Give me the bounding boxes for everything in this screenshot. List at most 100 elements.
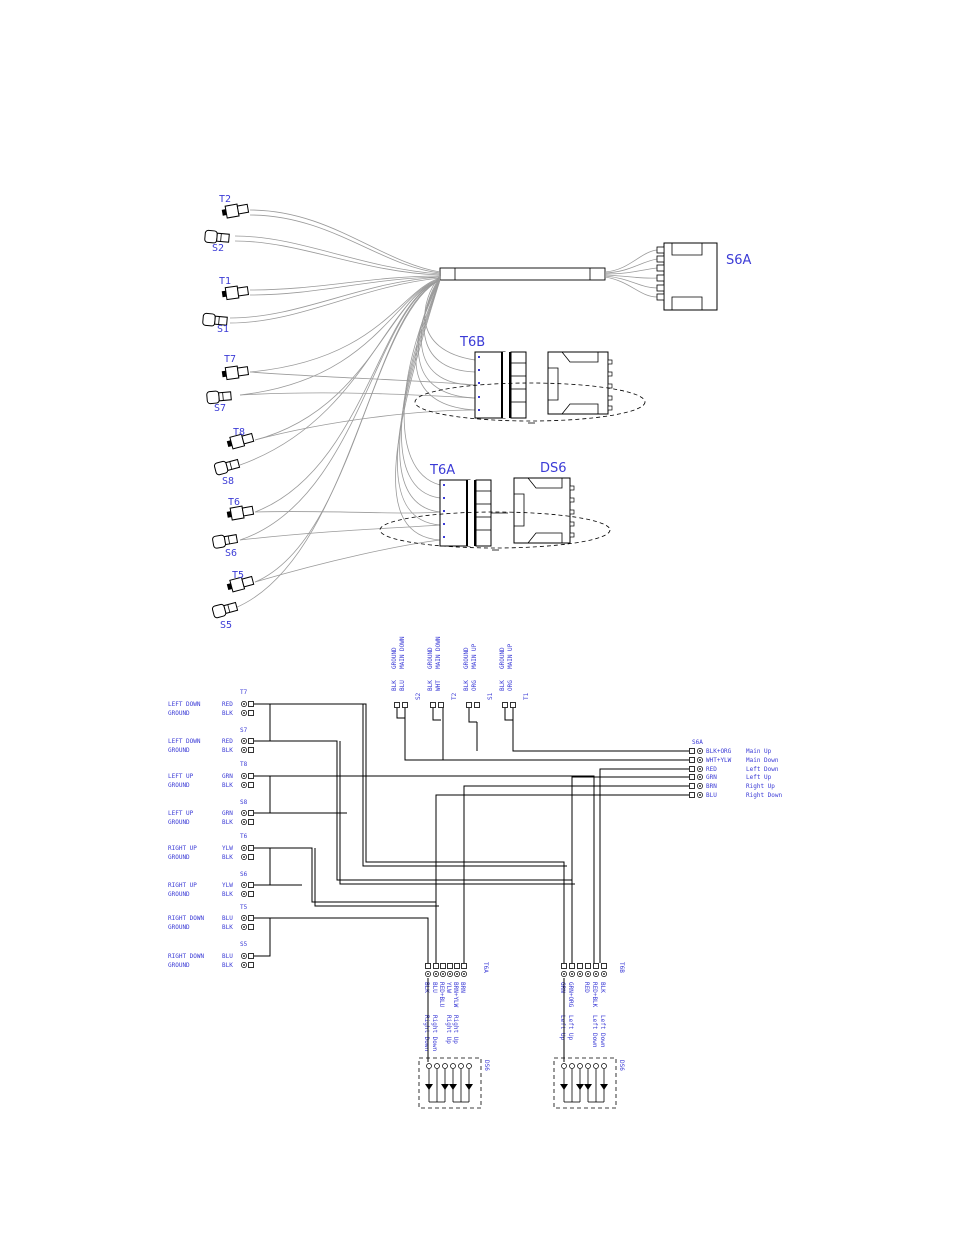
ds6-led-box-right: DS6 [553, 1057, 625, 1109]
svg-text:BLK: BLK [427, 680, 434, 691]
svg-text:Right Up: Right Up [452, 1015, 459, 1044]
t6b-block-title: T6B [618, 962, 625, 973]
svg-text:BLK: BLK [499, 680, 506, 691]
func-12: RIGHT DOWN [168, 915, 205, 922]
svg-text:GRN: GRN [559, 982, 566, 993]
plug-s7 [206, 390, 232, 405]
svg-text:RED: RED [706, 766, 717, 773]
conn-s8: S8 [240, 799, 248, 806]
color-5: BLK [222, 782, 233, 789]
plug-t2 [221, 203, 250, 219]
s1-label: S1 [217, 324, 229, 335]
s6a-block: S6A BLK+ORG WHT+YLW RED GRN BRN BLU Main… [689, 739, 783, 799]
color-6: GRN [222, 810, 233, 817]
plug-t5 [226, 575, 255, 593]
conn-s7: S7 [240, 727, 248, 734]
func-3: GROUND [168, 747, 190, 754]
color-13: BLK [222, 924, 233, 931]
color-15: BLK [222, 962, 233, 969]
s6a-label: S6A [726, 253, 752, 268]
func-1: GROUND [168, 710, 190, 717]
t6a-block-title: T6A [482, 962, 489, 973]
color-10: YLW [222, 882, 233, 889]
t7-label: T7 [224, 354, 236, 365]
conn-s6: S6 [240, 871, 248, 878]
func-15: GROUND [168, 962, 190, 969]
s7-label: S7 [214, 403, 226, 414]
svg-text:GROUND: GROUND [499, 647, 506, 669]
conn-t7: T7 [240, 689, 248, 696]
harness-trunk-sleeve [439, 267, 606, 281]
schematic-wires [254, 703, 689, 1062]
plug-s8 [213, 458, 241, 476]
svg-text:Main Up: Main Up [746, 748, 772, 755]
color-14: BLU [222, 953, 233, 960]
t6a-label: T6A [429, 463, 455, 478]
svg-text:Left Up: Left Up [746, 774, 772, 781]
svg-text:YLW: YLW [445, 982, 452, 993]
func-10: RIGHT UP [168, 882, 197, 889]
color-7: BLK [222, 819, 233, 826]
svg-text:Left Up: Left Up [559, 1015, 566, 1041]
svg-text:Right Down: Right Down [746, 792, 783, 799]
func-13: GROUND [168, 924, 190, 931]
func-4: LEFT UP [168, 773, 194, 780]
t6a-connector [439, 479, 492, 547]
harness-drawing: S6A [202, 194, 752, 631]
svg-text:BLK: BLK [391, 680, 398, 691]
svg-text:BLK+ORG: BLK+ORG [706, 748, 732, 755]
svg-text:MAIN UP: MAIN UP [507, 643, 514, 669]
svg-text:MAIN UP: MAIN UP [471, 643, 478, 669]
svg-text:BLU: BLU [431, 982, 438, 993]
plug-t6 [226, 505, 255, 521]
func-14: RIGHT DOWN [168, 953, 205, 960]
svg-text:Right Down: Right Down [423, 1015, 430, 1052]
color-0: RED [222, 701, 233, 708]
func-6: LEFT UP [168, 810, 194, 817]
color-8: YLW [222, 845, 233, 852]
svg-text:RED+BLU: RED+BLU [438, 982, 445, 1008]
color-12: BLU [222, 915, 233, 922]
svg-text:BLU: BLU [706, 792, 717, 799]
func-7: GROUND [168, 819, 190, 826]
conn-t8: T8 [240, 761, 248, 768]
svg-text:BLK: BLK [423, 982, 430, 993]
t8-label: T8 [233, 427, 245, 438]
conn-s5: S5 [240, 941, 248, 948]
ds6-left-label: DS6 [483, 1060, 490, 1071]
svg-text:RED+BLK: RED+BLK [591, 982, 598, 1008]
color-4: GRN [222, 773, 233, 780]
svg-text:Right Up: Right Up [445, 1015, 452, 1044]
color-3: BLK [222, 747, 233, 754]
top-conn-t1: T1 [523, 692, 530, 700]
ds6-led-box-left: DS6 [418, 1057, 490, 1109]
color-2: RED [222, 738, 233, 745]
top-conn-s1: S1 [487, 692, 494, 700]
t6b-mating-connector [547, 351, 613, 415]
t6b-connector [474, 351, 527, 419]
func-0: LEFT DOWN [168, 701, 201, 708]
s8-label: S8 [222, 476, 234, 487]
plug-t8 [226, 432, 255, 450]
color-9: BLK [222, 854, 233, 861]
svg-text:Left Up: Left Up [567, 1015, 574, 1041]
t6b-label: T6B [459, 335, 485, 350]
func-5: GROUND [168, 782, 190, 789]
s5-label: S5 [220, 620, 232, 631]
svg-text:GRN: GRN [706, 774, 717, 781]
func-2: LEFT DOWN [168, 738, 201, 745]
svg-text:Left Down: Left Down [599, 1015, 606, 1048]
left-rows: T7 LEFT DOWN RED GROUND BLK S7 LEFT DOWN… [168, 689, 248, 969]
svg-text:MAIN DOWN: MAIN DOWN [435, 636, 442, 669]
top-connectors: BLK BLU GROUND MAIN DOWN S2 BLK WHT GROU… [391, 636, 530, 708]
conn-t6: T6 [240, 833, 248, 840]
t5-label: T5 [232, 570, 244, 581]
s6a-block-title: S6A [692, 739, 703, 746]
svg-text:BLK: BLK [599, 982, 606, 993]
s6-label: S6 [225, 548, 237, 559]
svg-text:MAIN DOWN: MAIN DOWN [399, 636, 406, 669]
func-8: RIGHT UP [168, 845, 197, 852]
svg-text:Right Up: Right Up [746, 783, 775, 790]
plug-s2 [204, 229, 230, 244]
